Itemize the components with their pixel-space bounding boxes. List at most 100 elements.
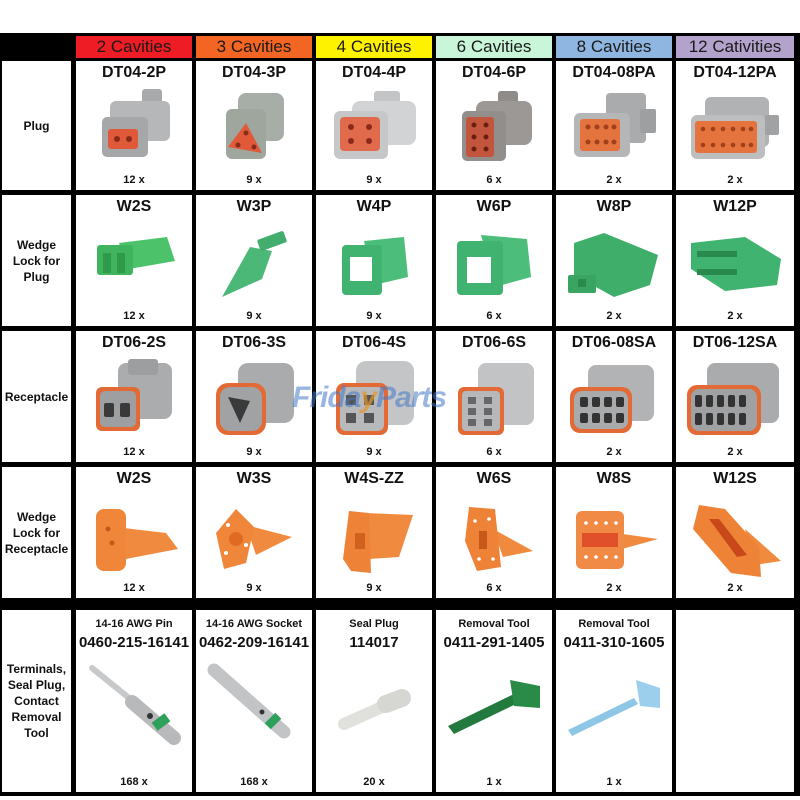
part-number: W8P — [596, 198, 632, 215]
removal-tool-green-icon — [448, 680, 540, 734]
part-number: DT04-4P — [341, 64, 407, 81]
part-number: 0462-209-16141 — [198, 634, 310, 651]
product-cell: W12P 2 x — [676, 195, 794, 326]
receptacle-8-cavity-icon — [570, 365, 654, 433]
row-label-wedge-lock-receptacle: Wedge Lock for Receptacle — [2, 467, 71, 598]
column-header-12: 12 Cativities — [676, 36, 794, 58]
part-number: 114017 — [349, 634, 399, 651]
product-cell: DT06-3S 9 x — [196, 331, 312, 462]
wedge-lock-receptacle-icon — [693, 505, 781, 577]
quantity: 2 x — [606, 582, 622, 594]
quantity: 2 x — [606, 446, 622, 458]
part-number: DT06-4S — [341, 334, 407, 351]
wedge-lock-receptacle-icon — [96, 509, 178, 571]
part-number: DT04-08PA — [572, 64, 656, 81]
accessory-cell: Removal Tool 0411-310-1605 1 x — [556, 610, 672, 792]
part-number: DT06-2S — [101, 334, 167, 351]
part-number: W12S — [713, 470, 757, 487]
accessory-name: Removal Tool — [458, 618, 530, 630]
wedge-lock-receptacle-icon — [576, 511, 658, 569]
product-cell: DT06-6S 6 x — [436, 331, 552, 462]
part-number: W3P — [236, 198, 272, 215]
accessory-cell: Removal Tool 0411-291-1405 1 x — [436, 610, 552, 792]
product-cell: W6P 6 x — [436, 195, 552, 326]
receptacle-2-cavity-icon — [96, 359, 172, 431]
wedge-lock-plug-icon — [568, 233, 658, 297]
plug-6-cavity-icon — [462, 91, 532, 161]
receptacle-12-cavity-icon — [687, 363, 779, 435]
quantity: 12 x — [123, 582, 145, 594]
product-cell: DT04-12PA 2 x — [676, 61, 794, 190]
plug-3-cavity-icon — [226, 93, 284, 159]
product-cell: DT06-2S 12 x — [76, 331, 192, 462]
part-number: DT06-3S — [221, 334, 287, 351]
row-label-wedge-lock-plug: Wedge Lock for Plug — [2, 195, 71, 326]
product-cell: DT04-4P 9 x — [316, 61, 432, 190]
socket-terminal-icon — [207, 663, 291, 739]
quantity: 9 x — [366, 446, 382, 458]
empty-cell — [676, 610, 794, 792]
part-number: DT04-3P — [221, 64, 287, 81]
quantity: 9 x — [246, 174, 262, 186]
quantity: 1 x — [606, 776, 622, 788]
product-cell: W8S 2 x — [556, 467, 672, 598]
quantity: 9 x — [246, 446, 262, 458]
part-number: W2S — [116, 198, 152, 215]
wedge-lock-plug-icon — [457, 235, 531, 295]
part-number: DT06-6S — [461, 334, 527, 351]
part-number: 0411-310-1605 — [563, 634, 665, 651]
part-number: W12P — [713, 198, 757, 215]
part-number: W4S-ZZ — [344, 470, 404, 487]
wedge-lock-plug-icon — [97, 237, 175, 275]
removal-tool-blue-icon — [568, 680, 660, 736]
column-header-6: 6 Cavities — [436, 36, 552, 58]
quantity: 9 x — [246, 582, 262, 594]
pin-terminal-icon — [89, 665, 181, 745]
quantity: 2 x — [727, 174, 743, 186]
quantity: 2 x — [727, 310, 743, 322]
product-cell: W4S-ZZ 9 x — [316, 467, 432, 598]
quantity: 6 x — [486, 174, 502, 186]
product-cell: DT06-4S 9 x — [316, 331, 432, 462]
plug-8-cavity-icon — [574, 93, 656, 157]
column-header-8: 8 Cavities — [556, 36, 672, 58]
wedge-lock-receptacle-icon — [465, 507, 533, 571]
quantity: 12 x — [123, 446, 145, 458]
part-number: DT06-08SA — [571, 334, 657, 351]
accessory-cell: Seal Plug 114017 20 x — [316, 610, 432, 792]
quantity: 20 x — [363, 776, 385, 788]
quantity: 9 x — [366, 310, 382, 322]
receptacle-6-cavity-icon — [458, 363, 534, 435]
quantity: 6 x — [486, 310, 502, 322]
part-number: DT04-6P — [461, 64, 527, 81]
part-number: DT06-12SA — [692, 334, 778, 351]
part-number: W6P — [476, 198, 512, 215]
part-number: 0460-215-16141 — [78, 634, 190, 651]
product-cell: DT04-6P 6 x — [436, 61, 552, 190]
wedge-lock-plug-icon — [342, 237, 408, 295]
product-cell: DT06-12SA 2 x — [676, 331, 794, 462]
wedge-lock-plug-icon — [691, 237, 781, 291]
quantity: 9 x — [246, 310, 262, 322]
product-cell: W6S 6 x — [436, 467, 552, 598]
product-cell: DT04-08PA 2 x — [556, 61, 672, 190]
accessory-name: 14-16 AWG Pin — [95, 618, 173, 630]
part-number: W2S — [116, 470, 152, 487]
plug-4-cavity-icon — [334, 91, 416, 159]
quantity: 168 x — [240, 776, 268, 788]
seal-plug-icon — [338, 689, 411, 730]
part-number: W8S — [596, 470, 632, 487]
quantity: 12 x — [123, 174, 145, 186]
receptacle-4-cavity-icon — [336, 361, 414, 435]
quantity: 2 x — [727, 582, 743, 594]
product-cell: DT06-08SA 2 x — [556, 331, 672, 462]
quantity: 1 x — [486, 776, 502, 788]
wedge-lock-receptacle-icon — [343, 511, 413, 573]
product-cell: W8P 2 x — [556, 195, 672, 326]
row-label-accessories: Terminals, Seal Plug, Contact Removal To… — [2, 610, 71, 792]
quantity: 9 x — [366, 174, 382, 186]
row-label-plug: Plug — [2, 61, 71, 190]
part-number: DT04-12PA — [693, 64, 777, 81]
quantity: 6 x — [486, 446, 502, 458]
receptacle-3-cavity-icon — [216, 363, 294, 435]
